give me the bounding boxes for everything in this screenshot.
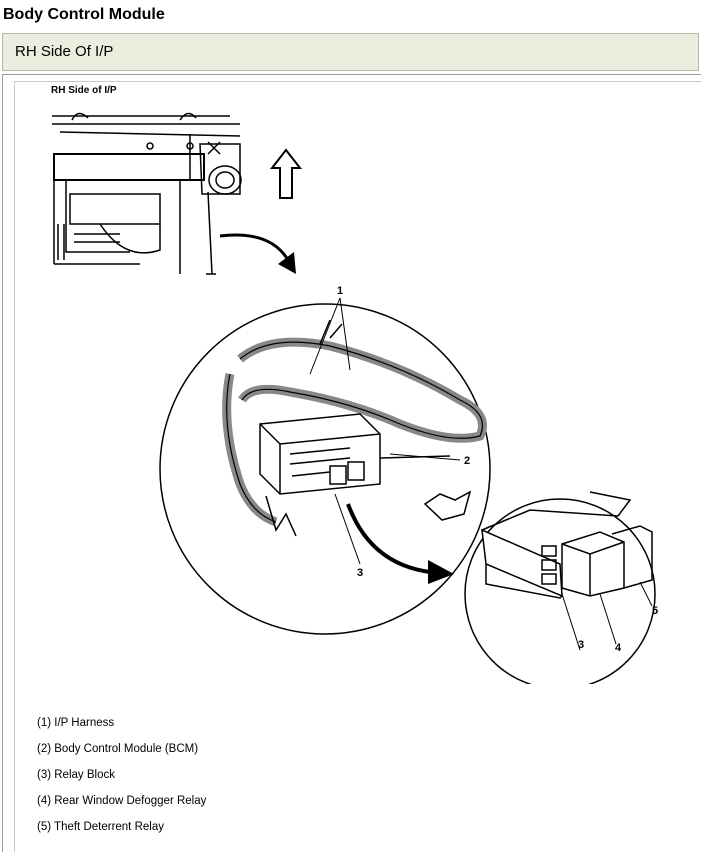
figure-caption: RH Side of I/P	[51, 85, 117, 96]
content-frame	[2, 74, 701, 852]
callout-4: 4	[615, 642, 622, 654]
body-control-module-diagram: 1 2 3 3 4 5	[52, 112, 658, 684]
callout-3: 3	[357, 567, 363, 579]
callout-2: 2	[464, 455, 470, 467]
forward-arrow-icon	[423, 490, 472, 521]
instrument-panel-illustration	[52, 112, 242, 275]
section-header: RH Side Of I/P	[2, 33, 699, 71]
legend-item: (2) Body Control Module (BCM)	[37, 743, 199, 755]
page-title: Body Control Module	[3, 6, 165, 23]
bcm-detail-illustration	[222, 319, 487, 537]
legend-item: (5) Theft Deterrent Relay	[37, 821, 164, 833]
figure-frame	[14, 81, 701, 852]
section-title: RH Side Of I/P	[15, 43, 114, 60]
up-arrow-icon	[269, 148, 303, 199]
detail-arrow-icon	[219, 233, 290, 261]
legend-item: (3) Relay Block	[37, 769, 115, 781]
relay-block-illustration	[481, 491, 653, 599]
callout-1: 1	[337, 285, 343, 297]
callout-3-detail: 3	[578, 639, 584, 651]
legend-item: (4) Rear Window Defogger Relay	[37, 795, 207, 807]
callout-5: 5	[652, 605, 658, 617]
legend-list: (1) I/P Harness (2) Body Control Module …	[37, 715, 206, 845]
legend-item: (1) I/P Harness	[37, 717, 115, 729]
